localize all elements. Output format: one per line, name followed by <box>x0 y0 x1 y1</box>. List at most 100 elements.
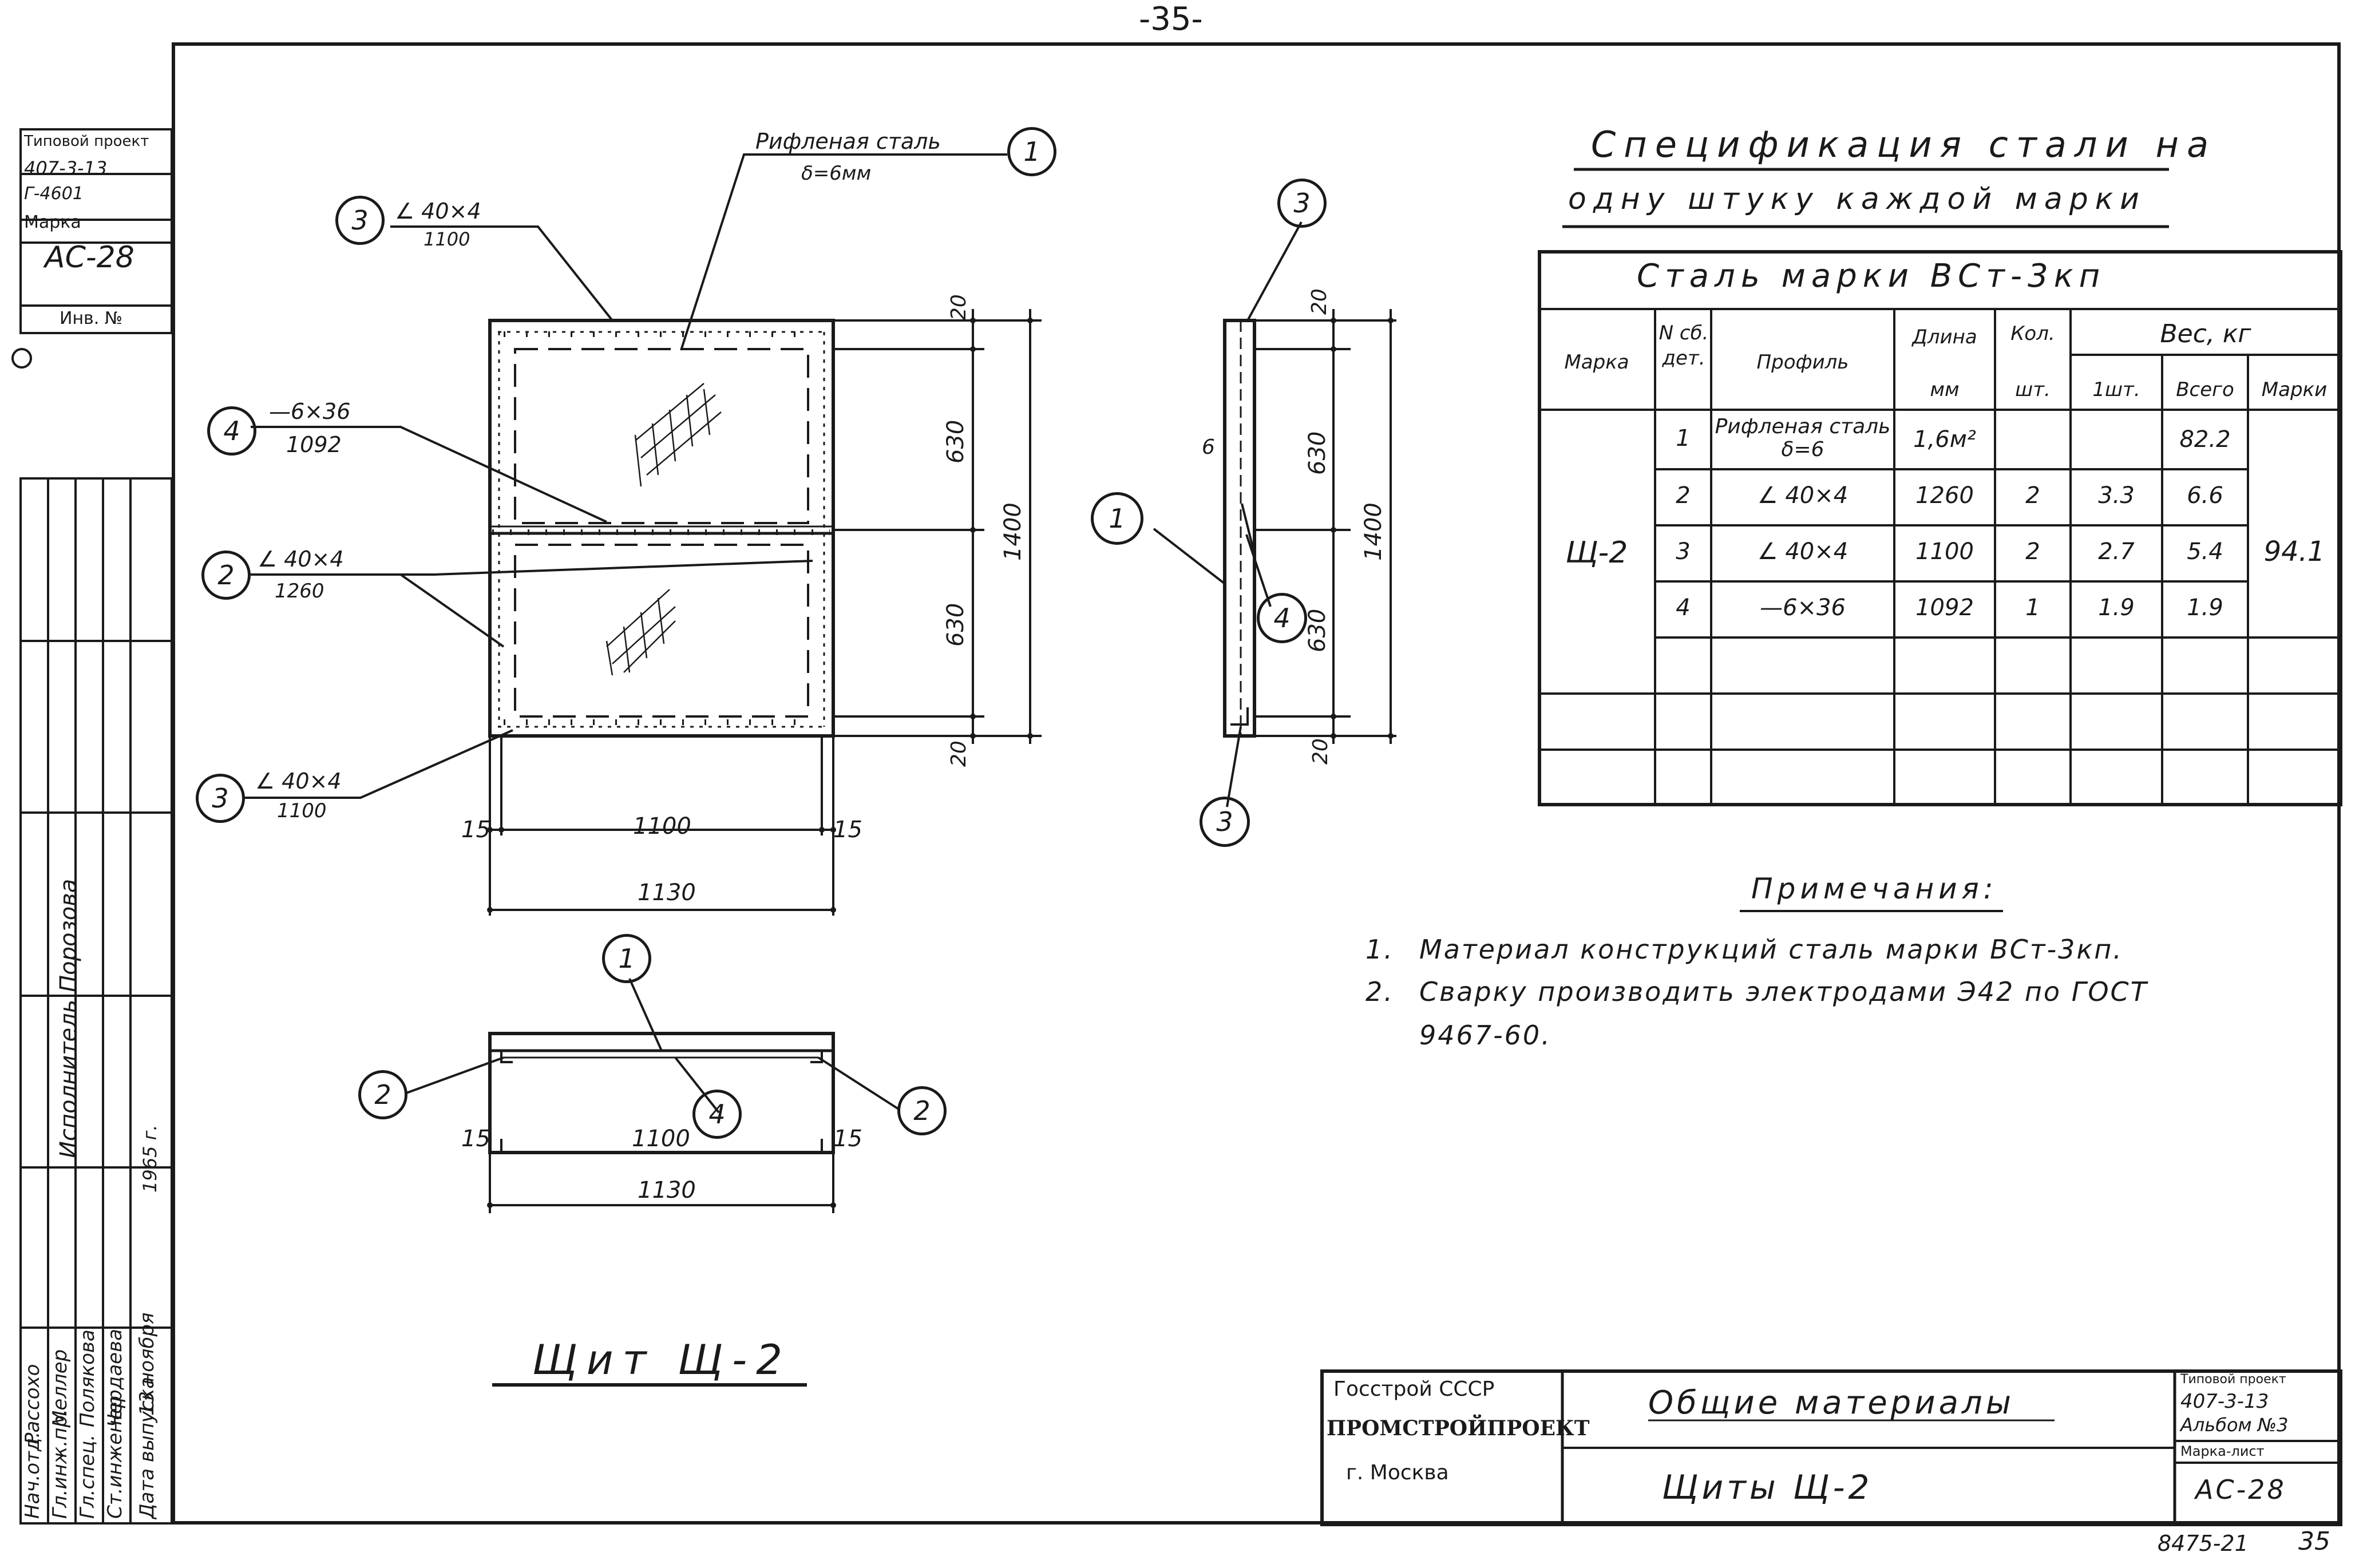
dim-1400: 1400 <box>1000 502 1026 561</box>
project-stamp <box>19 128 173 334</box>
row-3-n: 3 <box>1676 538 1691 565</box>
part-bubble-2: 2 <box>201 551 251 600</box>
dim-1130: 1130 <box>638 1177 696 1203</box>
steel-grade: Сталь марки ВСт-3кп <box>1637 258 2106 295</box>
angle-side-length: 1260 <box>275 580 324 603</box>
row-4-wall: 1.9 <box>2187 595 2223 621</box>
stamp-line: Типовой проект <box>24 133 149 150</box>
strip-label: —6×36 <box>269 399 351 424</box>
sheet-mark: АС-28 <box>2195 1474 2286 1505</box>
section-name: Общие материалы <box>1648 1384 2014 1422</box>
part-bubble-1: 1 <box>1091 492 1143 545</box>
dim-20: 20 <box>1308 288 1331 315</box>
col-header-profile: Профиль <box>1756 351 1849 374</box>
part-bubble-2: 2 <box>358 1070 407 1119</box>
dim-6: 6 <box>1202 435 1215 459</box>
dim-630: 630 <box>943 603 969 647</box>
plate-thickness: δ=6мм <box>801 162 872 185</box>
row-1-n: 1 <box>1676 425 1691 452</box>
dim-630: 630 <box>943 419 969 464</box>
dim-1100: 1100 <box>633 813 691 840</box>
signature-block <box>19 477 173 1525</box>
row-2-n: 2 <box>1676 482 1691 509</box>
stamp-line: Г-4601 <box>24 184 84 204</box>
drawing-title: Щит Щ-2 <box>532 1336 791 1384</box>
row-2-qty: 2 <box>2025 482 2040 509</box>
angle-bottom-label: ∠ 40×4 <box>255 769 342 794</box>
col-header-weight-one: 1шт. <box>2092 378 2140 401</box>
part-bubble-3: 3 <box>196 774 245 823</box>
stamp-line: Инв. № <box>60 308 123 328</box>
row-1-profile: Рифленая сталь δ=6 <box>1715 415 1891 461</box>
angle-bottom-length: 1100 <box>277 799 327 822</box>
row-3-wall: 5.4 <box>2187 538 2223 565</box>
row-4-qty: 1 <box>2025 595 2040 621</box>
sidebar-stamp: Типовой проект 407-3-13 Г-4601 Марка АС-… <box>19 128 173 1525</box>
part-bubble-4: 4 <box>692 1090 742 1139</box>
part-bubble-4: 4 <box>207 406 256 456</box>
angle-top-label: ∠ 40×4 <box>395 199 481 224</box>
mark-label: Марка-лист <box>2180 1443 2265 1459</box>
stamp-line: Марка <box>24 212 81 232</box>
dim-15: 15 <box>461 1126 490 1152</box>
spec-title: Спецификация стали на <box>1591 124 2217 165</box>
col-header-weight-all: Всего <box>2176 378 2234 401</box>
org-city: г. Москва <box>1346 1461 1449 1484</box>
dim-630: 630 <box>1304 608 1331 652</box>
row-4-w1: 1.9 <box>2098 595 2135 621</box>
col-header-weight-mark: Марки <box>2261 378 2328 401</box>
row-1-length: 1,6м² <box>1913 426 1976 453</box>
row-3-qty: 2 <box>2025 538 2040 565</box>
row-4-n: 4 <box>1676 595 1691 621</box>
org-promstroyproekt: ПРОМСТРОЙПРОЕКТ <box>1327 1416 1590 1440</box>
col-header-length-unit: мм <box>1930 378 1960 401</box>
dim-630: 630 <box>1304 431 1331 475</box>
dim-1130: 1130 <box>638 880 696 906</box>
sheet-name: Щиты Щ-2 <box>1662 1468 1873 1507</box>
dim-1100: 1100 <box>632 1126 690 1152</box>
note-text: Сварку производить электродами Э42 по ГО… <box>1419 976 2148 1007</box>
note-text: 9467-60. <box>1419 1020 1551 1051</box>
part-bubble-3: 3 <box>335 196 385 245</box>
row-1-wall: 82.2 <box>2179 426 2231 453</box>
strip-length: 1092 <box>286 432 342 457</box>
row-2-wall: 6.6 <box>2187 482 2223 509</box>
row-4-profile: —6×36 <box>1760 595 1846 621</box>
row-2-w1: 3.3 <box>2098 482 2135 509</box>
angle-top-length: 1100 <box>423 228 470 250</box>
row-3-profile: ∠ 40×4 <box>1757 538 1849 565</box>
dim-20: 20 <box>947 741 971 767</box>
plate-label: Рифленая сталь <box>755 129 941 154</box>
part-bubble-3: 3 <box>1277 179 1327 228</box>
part-bubble-1: 1 <box>1007 127 1056 176</box>
col-header-weight: Вес, кг <box>2160 319 2251 349</box>
dim-15: 15 <box>833 1126 862 1152</box>
row-2-profile: ∠ 40×4 <box>1757 482 1849 509</box>
footer-code: 8475-21 <box>2158 1531 2249 1556</box>
org-gosstroy: Госстрой СССР <box>1333 1377 1495 1401</box>
dim-20: 20 <box>1309 738 1332 765</box>
part-bubble-3: 3 <box>1200 797 1250 847</box>
row-2-length: 1260 <box>1915 482 1974 509</box>
part-bubble-1: 1 <box>602 934 651 983</box>
col-header-mark: Марка <box>1564 351 1629 374</box>
row-3-w1: 2.7 <box>2098 538 2135 565</box>
footer-sheet: 35 <box>2298 1527 2330 1556</box>
col-header-qty: Кол. <box>2010 322 2055 345</box>
dim-20: 20 <box>947 294 971 320</box>
note-number: 1. <box>1365 934 1394 965</box>
part-bubble-4: 4 <box>1257 593 1307 643</box>
mark-total-weight: 94.1 <box>2263 536 2325 568</box>
row-4-length: 1092 <box>1915 595 1974 621</box>
note-text: Материал конструкций сталь марки ВСт-3кп… <box>1419 934 2123 965</box>
row-3-length: 1100 <box>1915 538 1974 565</box>
angle-side-label: ∠ 40×4 <box>258 547 344 572</box>
dim-1400: 1400 <box>1360 502 1387 561</box>
part-bubble-2: 2 <box>897 1086 947 1135</box>
page-number: -35- <box>1139 1 1203 38</box>
mark-value: Щ-2 <box>1565 536 1628 570</box>
note-number: 2. <box>1365 976 1394 1007</box>
col-header-part: N сб. дет. <box>1659 322 1709 370</box>
notes-title: Примечания: <box>1751 872 1998 905</box>
